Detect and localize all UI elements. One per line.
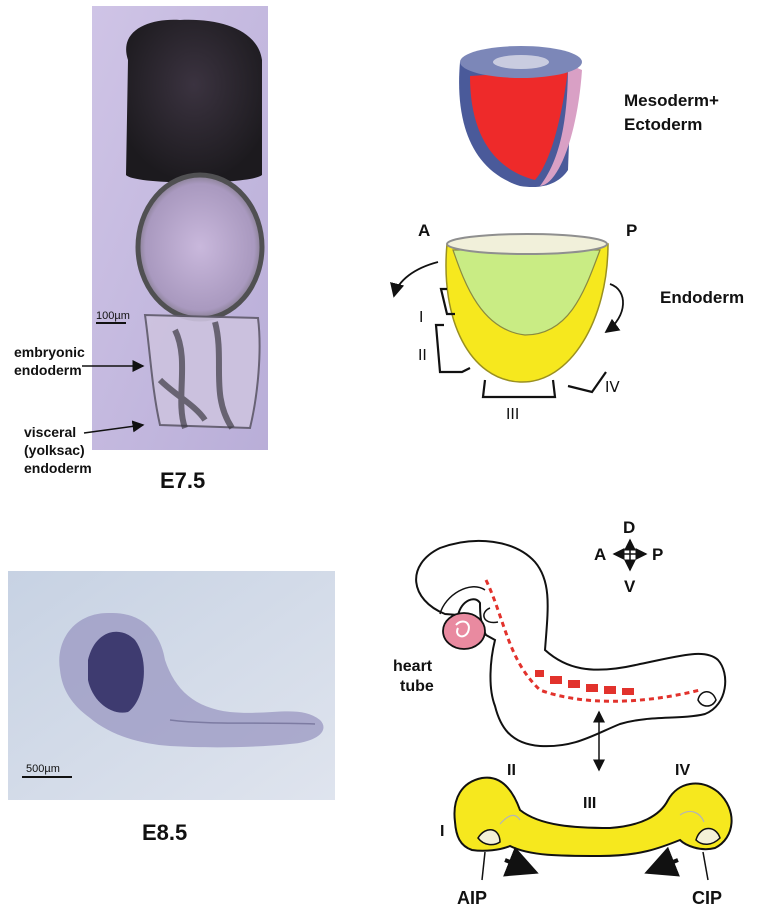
aip-label: AIP bbox=[457, 888, 487, 908]
heart-tube bbox=[443, 613, 485, 649]
axis-ventral: V bbox=[624, 577, 636, 596]
endoderm-label: Endoderm bbox=[660, 288, 744, 307]
endoderm-region-i: I bbox=[419, 308, 423, 326]
stage-e75: E7.5 bbox=[160, 468, 205, 493]
label-embryonic-endoderm: endoderm bbox=[14, 362, 82, 378]
gut-region-iv: IV bbox=[675, 762, 690, 779]
e75-micrograph: 100µm bbox=[92, 6, 268, 450]
scale-bar-100: 100µm bbox=[96, 310, 130, 322]
heart-tube-label-2: tube bbox=[400, 678, 434, 695]
gut-region-iii: III bbox=[583, 795, 596, 812]
label-yolksac: (yolksac) bbox=[24, 442, 85, 458]
cip-label: CIP bbox=[692, 888, 722, 908]
endoderm-posterior: P bbox=[626, 221, 637, 240]
endoderm-region-iv: IV bbox=[605, 378, 620, 396]
endoderm-region-ii: II bbox=[418, 346, 427, 364]
endoderm-cup bbox=[446, 234, 608, 382]
gut-region-ii: II bbox=[507, 762, 516, 779]
label-visceral-endoderm: endoderm bbox=[24, 460, 92, 476]
gut-region-i: I bbox=[440, 823, 444, 840]
axis-posterior: P bbox=[652, 545, 663, 564]
label-visceral: visceral bbox=[24, 424, 76, 440]
ectoderm-label: Ectoderm bbox=[624, 115, 702, 134]
axis-dorsal: D bbox=[623, 518, 635, 537]
axis-anterior: A bbox=[594, 545, 606, 564]
e85-micrograph: 500µm bbox=[8, 571, 335, 800]
scale-bar-500: 500µm bbox=[26, 763, 60, 775]
mesoderm-ectoderm-cup bbox=[459, 46, 582, 187]
endoderm-anterior: A bbox=[418, 221, 430, 240]
axis-compass bbox=[614, 540, 646, 570]
gut-tube bbox=[454, 778, 731, 856]
label-embryonic: embryonic bbox=[14, 344, 85, 360]
heart-tube-label: heart bbox=[393, 658, 433, 675]
stage-e85: E8.5 bbox=[142, 820, 187, 845]
mesoderm-label: Mesoderm+ bbox=[624, 91, 719, 110]
endoderm-region-iii: III bbox=[506, 405, 519, 423]
